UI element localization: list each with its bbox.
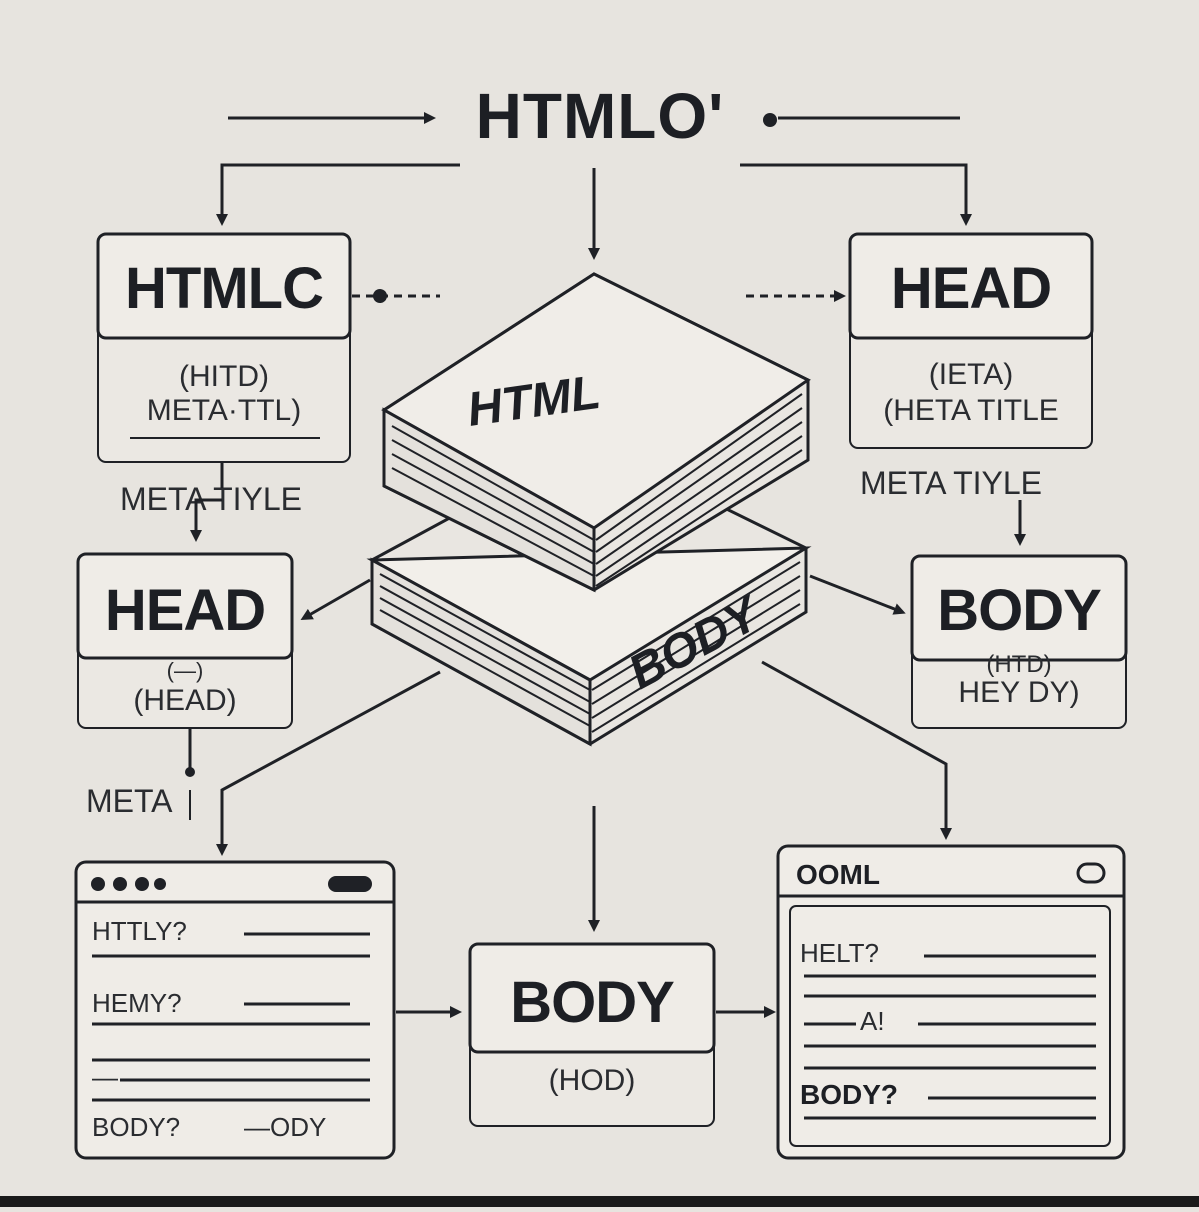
window-left: HTTLY? HEMY? — BODY? —ODY: [74, 860, 396, 1160]
book-stack: BODY HTML: [366, 272, 812, 747]
window-right-toggle-icon: [1076, 862, 1106, 884]
box-body-center-title: BODY: [510, 970, 674, 1035]
window-left-dot-3: [135, 877, 149, 891]
box-head-top-sub-2: (HETA TITLE: [883, 394, 1059, 427]
title-group: HTMLO': [228, 80, 960, 152]
box-body-right: BODY (HTD) HEY DY): [910, 554, 1128, 729]
label-meta-title-right: META TIYLE: [860, 465, 1042, 501]
window-left-dot-2: [113, 877, 127, 891]
box-head-mid-title: HEAD: [105, 578, 265, 643]
top-connectors: [216, 163, 972, 260]
window-right-header: OOML: [796, 859, 880, 890]
window-left-line-4: BODY?: [92, 1112, 180, 1142]
window-left-dot-1: [91, 877, 105, 891]
box-htmlc: HTMLC (HITD) META·TTL): [96, 232, 352, 463]
box-htmlc-title: HTMLC: [125, 256, 323, 321]
box-head-top-title: HEAD: [891, 256, 1051, 321]
book-connectors: [216, 574, 952, 932]
window-right-line-2: A!: [860, 1006, 885, 1036]
window-right: OOML HELT? A! BODY?: [776, 844, 1126, 1160]
window-left-line-1: HTTLY?: [92, 916, 187, 946]
window-left-toggle-icon: [328, 876, 372, 892]
bottom-edge-bar: [0, 1196, 1199, 1207]
box-htmlc-sub-1: (HITD): [179, 360, 269, 393]
box-body-center: BODY (HOD): [468, 942, 716, 1127]
diagram-title: HTMLO': [476, 80, 725, 152]
left-column-connectors: [185, 462, 224, 820]
box-body-center-sub-1: (HOD): [549, 1064, 636, 1097]
box-head-mid-sub-1: (—): [167, 658, 204, 683]
box-head-top-sub-1: (IETA): [929, 358, 1013, 391]
title-dot: [763, 113, 777, 127]
box-body-right-sub-2: HEY DY): [958, 676, 1079, 709]
box-head-top: HEAD (IETA) (HETA TITLE: [848, 232, 1094, 449]
label-meta: META: [86, 783, 173, 819]
window-right-line-1: HELT?: [800, 938, 879, 968]
window-left-line-5: —ODY: [244, 1112, 326, 1142]
window-left-line-2: HEMY?: [92, 988, 182, 1018]
box-body-right-sub-1: (HTD): [986, 651, 1051, 678]
box-body-right-title: BODY: [937, 578, 1101, 643]
box-htmlc-sub-2: META·TTL): [147, 394, 301, 427]
box-head-mid: HEAD (—) (HEAD): [76, 552, 294, 729]
box-head-mid-sub-2: (HEAD): [133, 684, 236, 717]
window-right-line-3: BODY?: [800, 1079, 898, 1110]
window-left-line-3: —: [92, 1062, 118, 1092]
